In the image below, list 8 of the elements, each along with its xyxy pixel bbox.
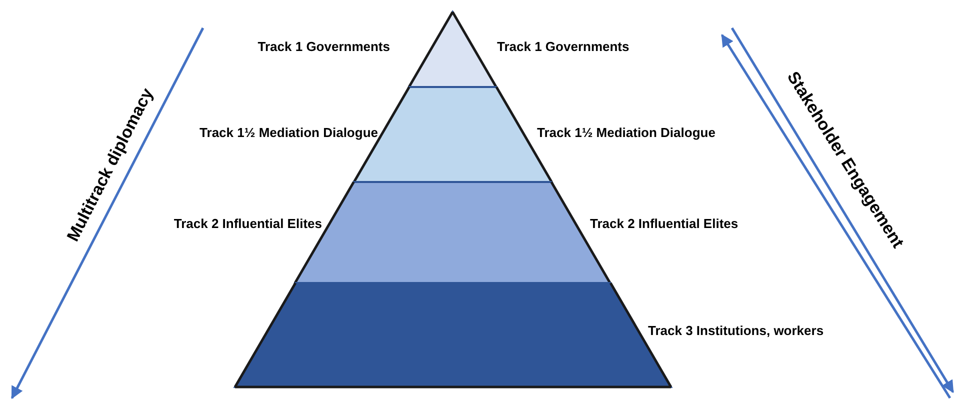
pyramid-tier [409, 12, 497, 87]
tier-label: Track 1½ Mediation Dialogue [200, 125, 378, 141]
tier-label: Track 1 Governments [497, 39, 630, 55]
tier-label: Track 1½ Mediation Dialogue [537, 125, 716, 141]
tier-label: Track 2 Influential Elites [174, 216, 322, 232]
tier-label: Track 1 Governments [258, 39, 390, 55]
tier-label: Track 3 Institutions, workers [648, 323, 824, 339]
tier-label: Track 2 Influential Elites [590, 216, 738, 232]
